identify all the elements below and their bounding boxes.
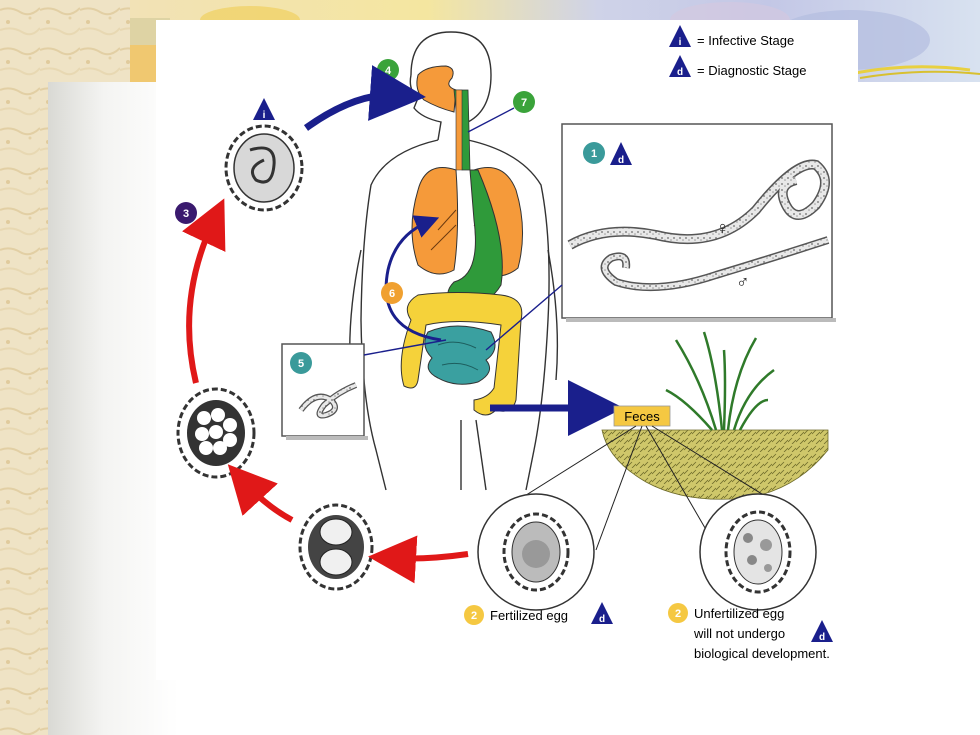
feces-label: Feces — [624, 409, 660, 424]
ingestion-arrow — [303, 65, 426, 131]
larva-panel: 5 — [281, 339, 447, 440]
svg-text:d: d — [599, 614, 605, 625]
svg-text:i: i — [679, 37, 682, 48]
svg-text:biological development.: biological development. — [694, 646, 830, 661]
svg-text:Fertilized egg: Fertilized egg — [490, 608, 568, 623]
infective-stage-icon: i — [669, 25, 691, 48]
svg-text:1: 1 — [591, 148, 597, 160]
unfertilized-egg-label: 2 Unfertilized egg will not undergo biol… — [668, 603, 833, 661]
adult-worms-panel: 1 d ♀ ♂ — [485, 123, 836, 351]
svg-text:i: i — [263, 110, 266, 121]
svg-text:3: 3 — [183, 208, 189, 220]
fertilized-egg — [477, 493, 595, 611]
fertilized-egg-label: 2 Fertilized egg d — [464, 602, 613, 625]
svg-text:6: 6 — [389, 288, 395, 300]
infective-egg: i — [224, 98, 304, 212]
stage-7-marker: 7 — [467, 91, 535, 133]
unfertilized-egg — [699, 493, 817, 611]
legend-infective-label: = Infective Stage — [697, 33, 794, 48]
soil-environment: Feces — [601, 331, 829, 500]
human-body-outline — [349, 31, 559, 491]
svg-text:d: d — [677, 67, 683, 78]
left-lung — [411, 167, 459, 275]
svg-text:2: 2 — [675, 608, 681, 620]
stage-6-marker: 6 — [381, 282, 403, 304]
grass-plant — [665, 331, 775, 431]
two-cell-egg — [298, 503, 374, 591]
svg-text:2: 2 — [471, 610, 477, 622]
egg-development-arrow-2 — [227, 464, 294, 523]
svg-text:will not undergo: will not undergo — [693, 626, 785, 641]
legend: i = Infective Stage d = Diagnostic Stage — [669, 25, 806, 78]
svg-text:5: 5 — [298, 358, 304, 370]
stage-3-marker: 3 — [175, 202, 197, 224]
svg-text:7: 7 — [521, 97, 527, 109]
large-intestine — [400, 292, 523, 416]
small-intestine — [424, 325, 496, 385]
legend-diagnostic-label: = Diagnostic Stage — [697, 63, 806, 78]
svg-text:d: d — [819, 632, 825, 643]
stage-4-marker: 4 — [377, 59, 399, 81]
svg-text:Unfertilized egg: Unfertilized egg — [694, 606, 784, 621]
diagnostic-stage-icon: d — [669, 55, 691, 78]
morula-egg — [176, 387, 256, 479]
life-cycle-diagram: 4 7 6 i = Infective Stage d = Diagnostic… — [156, 20, 858, 680]
mouth-throat — [416, 65, 457, 113]
svg-text:d: d — [618, 155, 624, 166]
trachea — [455, 89, 463, 171]
migration-arrow — [384, 215, 442, 342]
egg-development-arrow-1 — [368, 535, 469, 584]
male-symbol: ♂ — [736, 272, 750, 292]
diagram-canvas: 4 7 6 i = Infective Stage d = Diagnostic… — [175, 25, 836, 661]
svg-text:4: 4 — [385, 65, 392, 77]
egg-development-arrow-3 — [182, 198, 226, 384]
female-symbol: ♀ — [716, 218, 730, 238]
